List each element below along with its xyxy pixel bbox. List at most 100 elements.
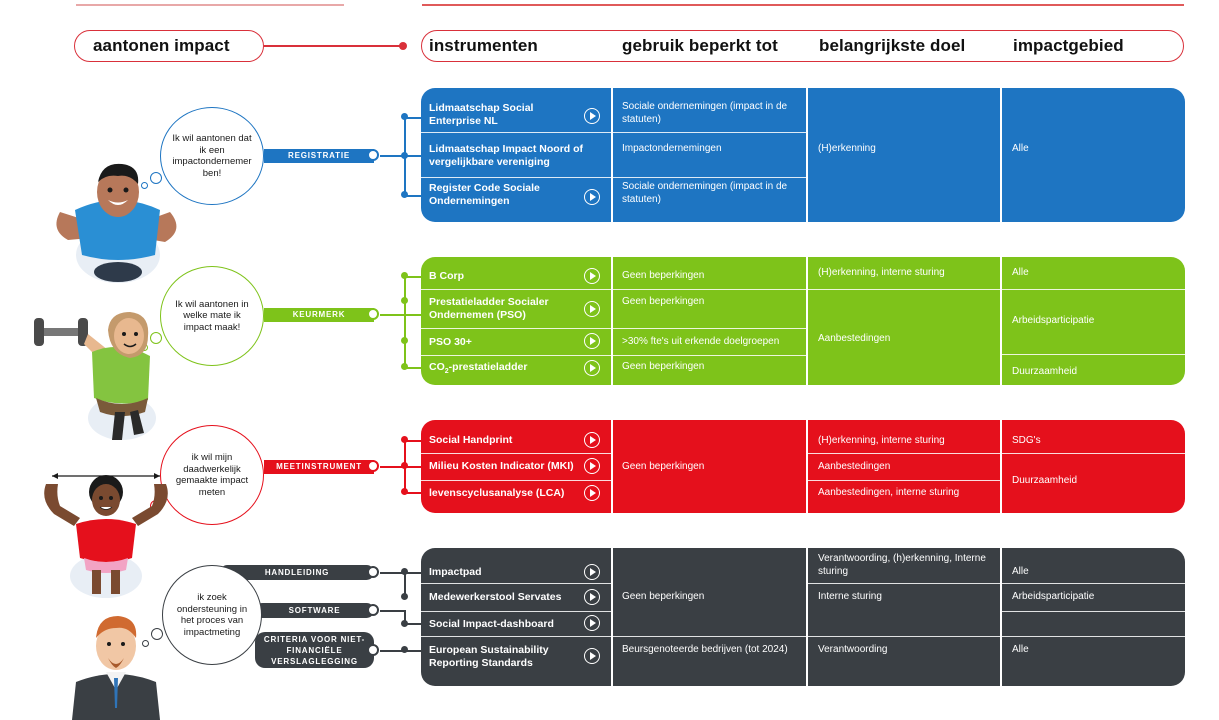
instrument-label: PSO 30+	[429, 336, 472, 348]
connector-line	[404, 492, 421, 494]
column-divider	[611, 88, 613, 222]
instrument-label: Impactpad	[429, 566, 482, 578]
usage-label: Beursgenoteerde bedrijven (tot 2024)	[622, 644, 788, 655]
connector-line	[404, 195, 421, 197]
connector-dot	[401, 297, 408, 304]
group-keurmerk: B Corp Geen beperkingen Prestatieladder …	[421, 257, 1185, 385]
play-icon[interactable]	[584, 333, 600, 349]
area-label: Duurzaamheid	[1012, 475, 1078, 486]
row-divider	[1000, 611, 1185, 612]
play-icon[interactable]	[584, 301, 600, 317]
play-icon[interactable]	[584, 189, 600, 205]
usage-label: Geen beperkingen	[622, 296, 705, 307]
column-divider	[806, 548, 808, 686]
instrument-label: levenscyclusanalyse (LCA)	[429, 487, 565, 499]
instrument-label: Milieu Kosten Indicator (MKI)	[429, 460, 574, 472]
play-icon[interactable]	[584, 268, 600, 284]
connector-line	[404, 117, 421, 119]
play-icon[interactable]	[584, 360, 600, 376]
instrument-label: Lidmaatschap Social Enterprise NL	[429, 102, 534, 127]
person-suit-illustration	[72, 616, 160, 720]
top-divider-left	[76, 4, 344, 6]
connector-line	[404, 367, 421, 369]
play-icon[interactable]	[584, 432, 600, 448]
column-divider	[611, 548, 613, 686]
connector-dot	[401, 363, 408, 370]
column-divider	[611, 257, 613, 385]
tag-registratie: REGISTRATIE	[264, 149, 374, 163]
row-divider	[421, 328, 806, 329]
connector-dot	[401, 568, 408, 575]
usage-label: Sociale ondernemingen (impact in de stat…	[622, 181, 788, 205]
connector-dot	[401, 593, 408, 600]
speech-bubble-tail	[142, 640, 149, 647]
connector-line	[380, 650, 421, 652]
column-divider	[806, 420, 808, 513]
goal-label: (H)erkenning, interne sturing	[818, 267, 945, 278]
tag-ring	[367, 308, 379, 320]
usage-label: Geen beperkingen	[622, 591, 705, 602]
usage-label: >30% fte's uit erkende doelgroepen	[622, 336, 780, 347]
goal-label: Aanbestedingen, interne sturing	[818, 487, 960, 498]
play-icon[interactable]	[584, 458, 600, 474]
column-divider	[806, 88, 808, 222]
goal-label: Interne sturing	[818, 591, 882, 602]
area-label: Alle	[1012, 267, 1029, 278]
tag-ring	[367, 566, 379, 578]
speech-bubble-tail	[141, 182, 148, 189]
row-divider	[806, 453, 1000, 454]
row-divider	[421, 480, 611, 481]
connector-dot	[401, 113, 408, 120]
play-icon[interactable]	[584, 615, 600, 631]
connector-dot	[401, 191, 408, 198]
speech-bubble-ondersteuning: ik zoek ondersteuning in het proces van …	[162, 565, 262, 665]
instrument-label: European Sustainability Reporting Standa…	[429, 644, 549, 669]
instrument-label: Register Code Sociale Ondernemingen	[429, 182, 540, 207]
header-connector-dot	[399, 42, 407, 50]
goal-label: (H)erkenning, interne sturing	[818, 435, 945, 446]
person-green-shirt-illustration	[34, 312, 156, 440]
instrument-label: Social Handprint	[429, 434, 513, 446]
speech-bubble-meetinstrument: ik wil mijn daadwerkelijk gemaakte impac…	[160, 425, 264, 525]
connector-line	[380, 572, 421, 574]
connector-dot	[401, 646, 408, 653]
usage-label: Geen beperkingen	[622, 270, 705, 281]
tag-handleiding: HANDLEIDING	[220, 565, 374, 580]
connector-line	[404, 623, 421, 625]
connector-dot	[401, 337, 408, 344]
speech-bubble-tail	[150, 172, 162, 184]
person-measuring-illustration	[44, 473, 168, 598]
connector-dot	[401, 436, 408, 443]
header-columns-box	[421, 30, 1184, 62]
header-connector	[264, 45, 402, 47]
goal-label: Aanbestedingen	[818, 333, 891, 344]
connector-dot	[401, 462, 408, 469]
tag-ring	[367, 460, 379, 472]
usage-label: Geen beperkingen	[622, 461, 705, 472]
group-registratie: Lidmaatschap Social Enterprise NL Social…	[421, 88, 1185, 222]
row-divider	[421, 611, 611, 612]
goal-label: Aanbestedingen	[818, 461, 891, 472]
col-header-gebruik: gebruik beperkt tot	[622, 36, 778, 55]
play-icon[interactable]	[584, 564, 600, 580]
connector-line	[404, 610, 406, 624]
connector-dot	[401, 620, 408, 627]
speech-bubble-tail	[151, 628, 163, 640]
play-icon[interactable]	[584, 485, 600, 501]
goal-label: (H)erkenning	[818, 143, 876, 154]
play-icon[interactable]	[584, 589, 600, 605]
goal-label: Verantwoording, (h)erkenning, Interne st…	[818, 553, 986, 577]
col-header-impactgebied: impactgebied	[1013, 36, 1124, 55]
usage-label: Impactondernemingen	[622, 143, 722, 154]
group-meetinstrument: Social Handprint Milieu Kosten Indicator…	[421, 420, 1185, 513]
row-divider	[421, 355, 806, 356]
usage-label: Geen beperkingen	[622, 361, 705, 372]
play-icon[interactable]	[584, 108, 600, 124]
group-ondersteuning: Impactpad Medewerkerstool Servates Socia…	[421, 548, 1185, 686]
tag-keurmerk: KEURMERK	[264, 308, 374, 322]
row-divider	[421, 132, 806, 133]
area-label: Alle	[1012, 566, 1029, 577]
play-icon[interactable]	[584, 648, 600, 664]
instrument-label: Social Impact-dashboard	[429, 618, 554, 630]
instrument-label: Medewerkerstool Servates	[429, 591, 562, 603]
